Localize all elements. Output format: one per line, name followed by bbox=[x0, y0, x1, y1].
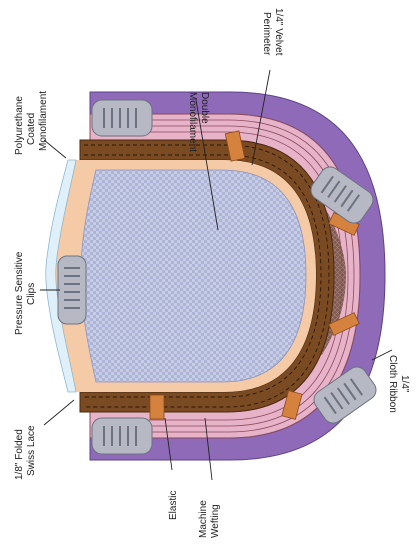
clip-top-right bbox=[310, 166, 374, 224]
label-cloth-ribbon: 1/4" Cloth Ribbon bbox=[387, 355, 410, 413]
leader-lines bbox=[40, 69, 393, 481]
label-elastic-text: Elastic bbox=[168, 491, 179, 520]
label-lace-line-2: Swiss Lace bbox=[26, 425, 37, 476]
label-wefting-line-1: Machine bbox=[198, 500, 209, 538]
clip-bottom-right bbox=[313, 366, 377, 424]
label-ribbon-line-2: Cloth Ribbon bbox=[387, 355, 398, 413]
label-double-mono-line-2: Monofilament bbox=[187, 92, 198, 152]
label-swiss-lace: 1/8" Folded Swiss Lace bbox=[14, 425, 37, 480]
velvet-stitching bbox=[84, 144, 330, 408]
label-velvet-line-2: Perimeter bbox=[261, 12, 272, 56]
label-velvet-line-1: 1/4" Velvet bbox=[273, 8, 284, 56]
label-velvet-perimeter: 1/4" Velvet Perimeter bbox=[261, 8, 284, 56]
label-clips-line-2: Clips bbox=[26, 283, 37, 305]
label-double-mono: Double Monofilament bbox=[187, 92, 210, 152]
clip-front bbox=[57, 255, 87, 325]
double-monofilament-area bbox=[80, 169, 307, 383]
label-poly-line-1: Polyurethane bbox=[14, 96, 25, 155]
label-lace-line-1: 1/8" Folded bbox=[14, 429, 25, 480]
label-clips-line-1: Pressure Sensitive bbox=[14, 251, 25, 335]
label-ribbon-line-1: 1/4" bbox=[399, 375, 410, 393]
label-poly-line-3: Monofilament bbox=[38, 91, 49, 151]
label-wefting-line-2: Wefting bbox=[210, 504, 221, 538]
poly-coated-edge bbox=[45, 159, 77, 393]
elastic-tabs bbox=[149, 130, 360, 420]
clip-top-left bbox=[91, 99, 153, 137]
label-poly-line-2: Coated bbox=[26, 113, 37, 145]
label-pressure-clips: Pressure Sensitive Clips bbox=[14, 251, 37, 335]
clip-bottom-left bbox=[91, 417, 153, 455]
label-machine-wefting: Machine Wefting bbox=[198, 500, 221, 538]
label-elastic: Elastic bbox=[168, 491, 179, 520]
label-double-mono-line-1: Double bbox=[199, 92, 210, 124]
label-poly-coated-mono: Polyurethane Coated Monofilament bbox=[14, 91, 49, 155]
mesh-section bbox=[304, 200, 346, 355]
